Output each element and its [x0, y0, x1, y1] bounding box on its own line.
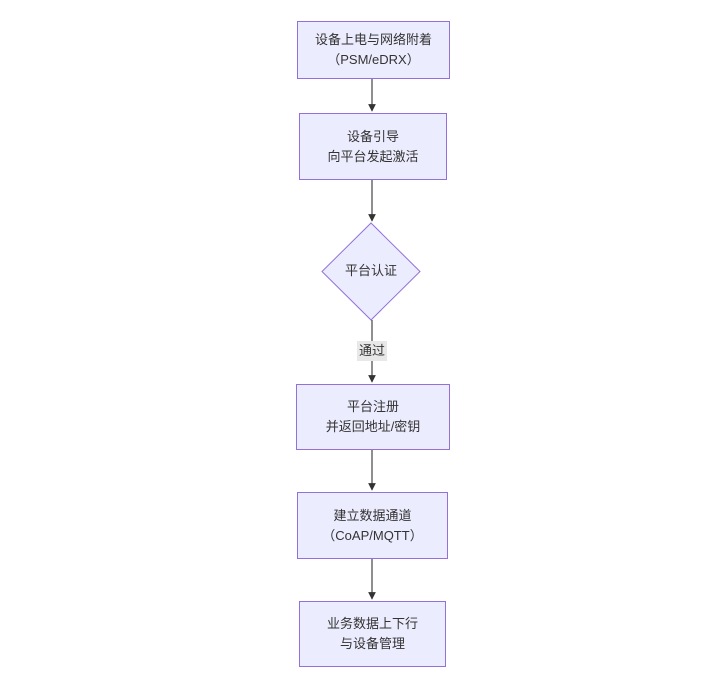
node-label-line: 并返回地址/密钥: [325, 419, 421, 434]
node-bootstrap: 设备引导 向平台发起激活: [299, 113, 447, 180]
node-business: 业务数据上下行 与设备管理: [299, 601, 446, 667]
node-label-line: （CoAP/MQTT）: [322, 527, 423, 543]
node-label-line: 建立数据通道: [333, 507, 412, 523]
node-label-line: 平台注册: [346, 399, 399, 414]
node-register: 平台注册 并返回地址/密钥: [296, 384, 450, 450]
node-power-on: 设备上电与网络附着 （PSM/eDRX）: [297, 21, 450, 79]
node-label-line: 设备上电与网络附着: [314, 32, 432, 47]
node-channel: 建立数据通道 （CoAP/MQTT）: [297, 492, 448, 559]
node-label-line: 业务数据上下行: [326, 616, 418, 631]
node-label-line: 设备引导: [346, 128, 399, 144]
edge-label-pass: 通过: [356, 341, 388, 361]
node-label-line: 向平台发起激活: [327, 148, 419, 164]
node-label-line: 与设备管理: [339, 636, 405, 651]
decision-diamond-shape: [321, 222, 421, 321]
node-label-line: （PSM/eDRX）: [327, 52, 420, 67]
decision-label: 平台认证: [344, 263, 397, 278]
